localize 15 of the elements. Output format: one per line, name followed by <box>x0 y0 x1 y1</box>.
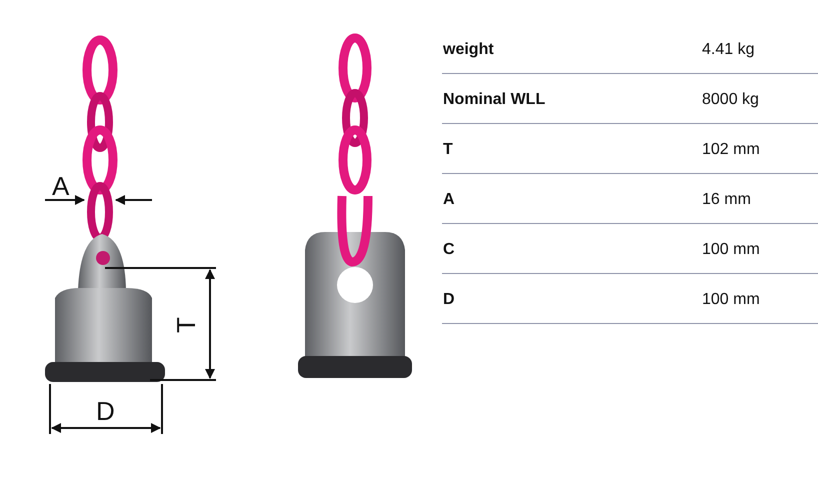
spec-value: 102 mm <box>702 140 760 160</box>
spec-name: Nominal WLL <box>443 90 546 110</box>
spec-value: 100 mm <box>702 290 760 310</box>
dimension-label: D <box>96 398 115 424</box>
dimension-label: A <box>52 173 70 199</box>
spec-value: 100 mm <box>702 240 760 260</box>
spec-name: weight <box>443 40 494 60</box>
spec-name: C <box>443 240 455 260</box>
spec-name: A <box>443 190 455 210</box>
spec-value: 16 mm <box>702 190 751 210</box>
spec-name: T <box>443 140 453 160</box>
spec-value: 4.41 kg <box>702 40 754 60</box>
spec-name: D <box>443 290 455 310</box>
spec-value: 8000 kg <box>702 90 759 110</box>
dimension-label: T <box>172 317 199 333</box>
